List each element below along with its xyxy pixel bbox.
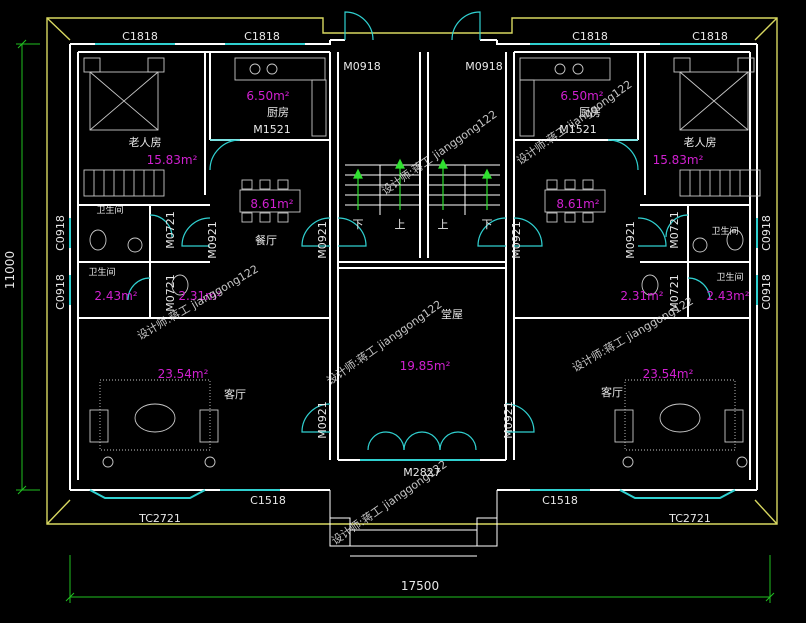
door-label: M0921: [502, 401, 515, 439]
room-label: 卫生间: [711, 225, 738, 237]
area-label: 2.31m²: [620, 289, 663, 303]
room-label: 餐厅: [255, 233, 277, 247]
area-label: 6.50m²: [246, 89, 289, 103]
area-label: 2.31m²: [178, 289, 221, 303]
door-label: M0918: [343, 60, 381, 73]
walls: [69, 39, 758, 491]
area-label: 23.54m²: [643, 367, 694, 381]
dining-table-right: [544, 189, 606, 213]
area-label: 15.83m²: [147, 153, 198, 167]
area-label: 19.85m²: [400, 359, 451, 373]
door-label: M0921: [624, 221, 637, 259]
room-label: 老人房: [684, 136, 717, 149]
window-label: C0918: [54, 274, 67, 310]
window-label: TC2721: [668, 512, 711, 525]
room-label: 卫生间: [88, 266, 115, 278]
room-label: 堂屋: [441, 308, 463, 321]
area-label: 15.83m²: [653, 153, 704, 167]
window-label: C1518: [542, 494, 578, 507]
window-label: C1818: [572, 30, 608, 43]
area-label: 6.50m²: [560, 89, 603, 103]
room-label: 卫生间: [716, 271, 743, 283]
bed-left: [89, 71, 159, 131]
labels: 11000 17500 C1818 C1818 C1818 C1818 C091…: [3, 30, 773, 593]
door-label: M1521: [559, 123, 597, 136]
door-label: M1521: [253, 123, 291, 136]
window-label: C0918: [760, 215, 773, 251]
door-label: M0721: [668, 211, 681, 249]
dining-table-left: [239, 189, 301, 213]
window-label: C1818: [244, 30, 280, 43]
stair-label: 上: [438, 218, 449, 231]
dimension-lines: [16, 39, 775, 603]
windows: [69, 43, 758, 499]
door-label: M0921: [510, 221, 523, 259]
living-rug-right: [624, 379, 736, 451]
window-label: C0918: [54, 215, 67, 251]
area-label: 2.43m²: [94, 289, 137, 303]
living-rug-left: [99, 379, 211, 451]
stair-label: 下: [353, 218, 364, 231]
door-label: M2827: [403, 466, 441, 479]
window-label: C1818: [692, 30, 728, 43]
stair-arrows: [353, 158, 492, 210]
door-label: M0721: [164, 211, 177, 249]
area-label: 8.61m²: [556, 197, 599, 211]
room-label: 客厅: [601, 385, 623, 399]
stair-label: 下: [482, 218, 493, 231]
area-label: 23.54m²: [158, 367, 209, 381]
door-label: M0921: [206, 221, 219, 259]
window-label: C0918: [760, 274, 773, 310]
room-label: 客厅: [224, 387, 246, 401]
window-label: C1518: [250, 494, 286, 507]
room-label: 厨房: [267, 106, 289, 119]
stair-label: 上: [395, 218, 406, 231]
doors: [127, 11, 711, 461]
kitchen-counter-right: [519, 57, 611, 81]
window-label: TC2721: [138, 512, 181, 525]
door-label: M0921: [316, 401, 329, 439]
door-label: M0721: [668, 274, 681, 312]
door-label: M0921: [316, 221, 329, 259]
area-label: 8.61m²: [250, 197, 293, 211]
kitchen-counter-left: [234, 57, 326, 81]
window-label: C1818: [122, 30, 158, 43]
area-label: 2.43m²: [706, 289, 749, 303]
room-label: 厨房: [579, 106, 601, 119]
furniture: [83, 57, 761, 468]
dim-total-depth: 11000: [3, 251, 17, 289]
dim-total-width: 17500: [401, 579, 439, 593]
door-label: M0918: [465, 60, 503, 73]
room-label: 老人房: [129, 136, 162, 149]
bed-right: [679, 71, 749, 131]
room-label: 卫生间: [96, 204, 123, 216]
door-label: M0721: [164, 274, 177, 312]
roof-outline: [46, 17, 778, 525]
entrance-porch: [329, 490, 498, 557]
